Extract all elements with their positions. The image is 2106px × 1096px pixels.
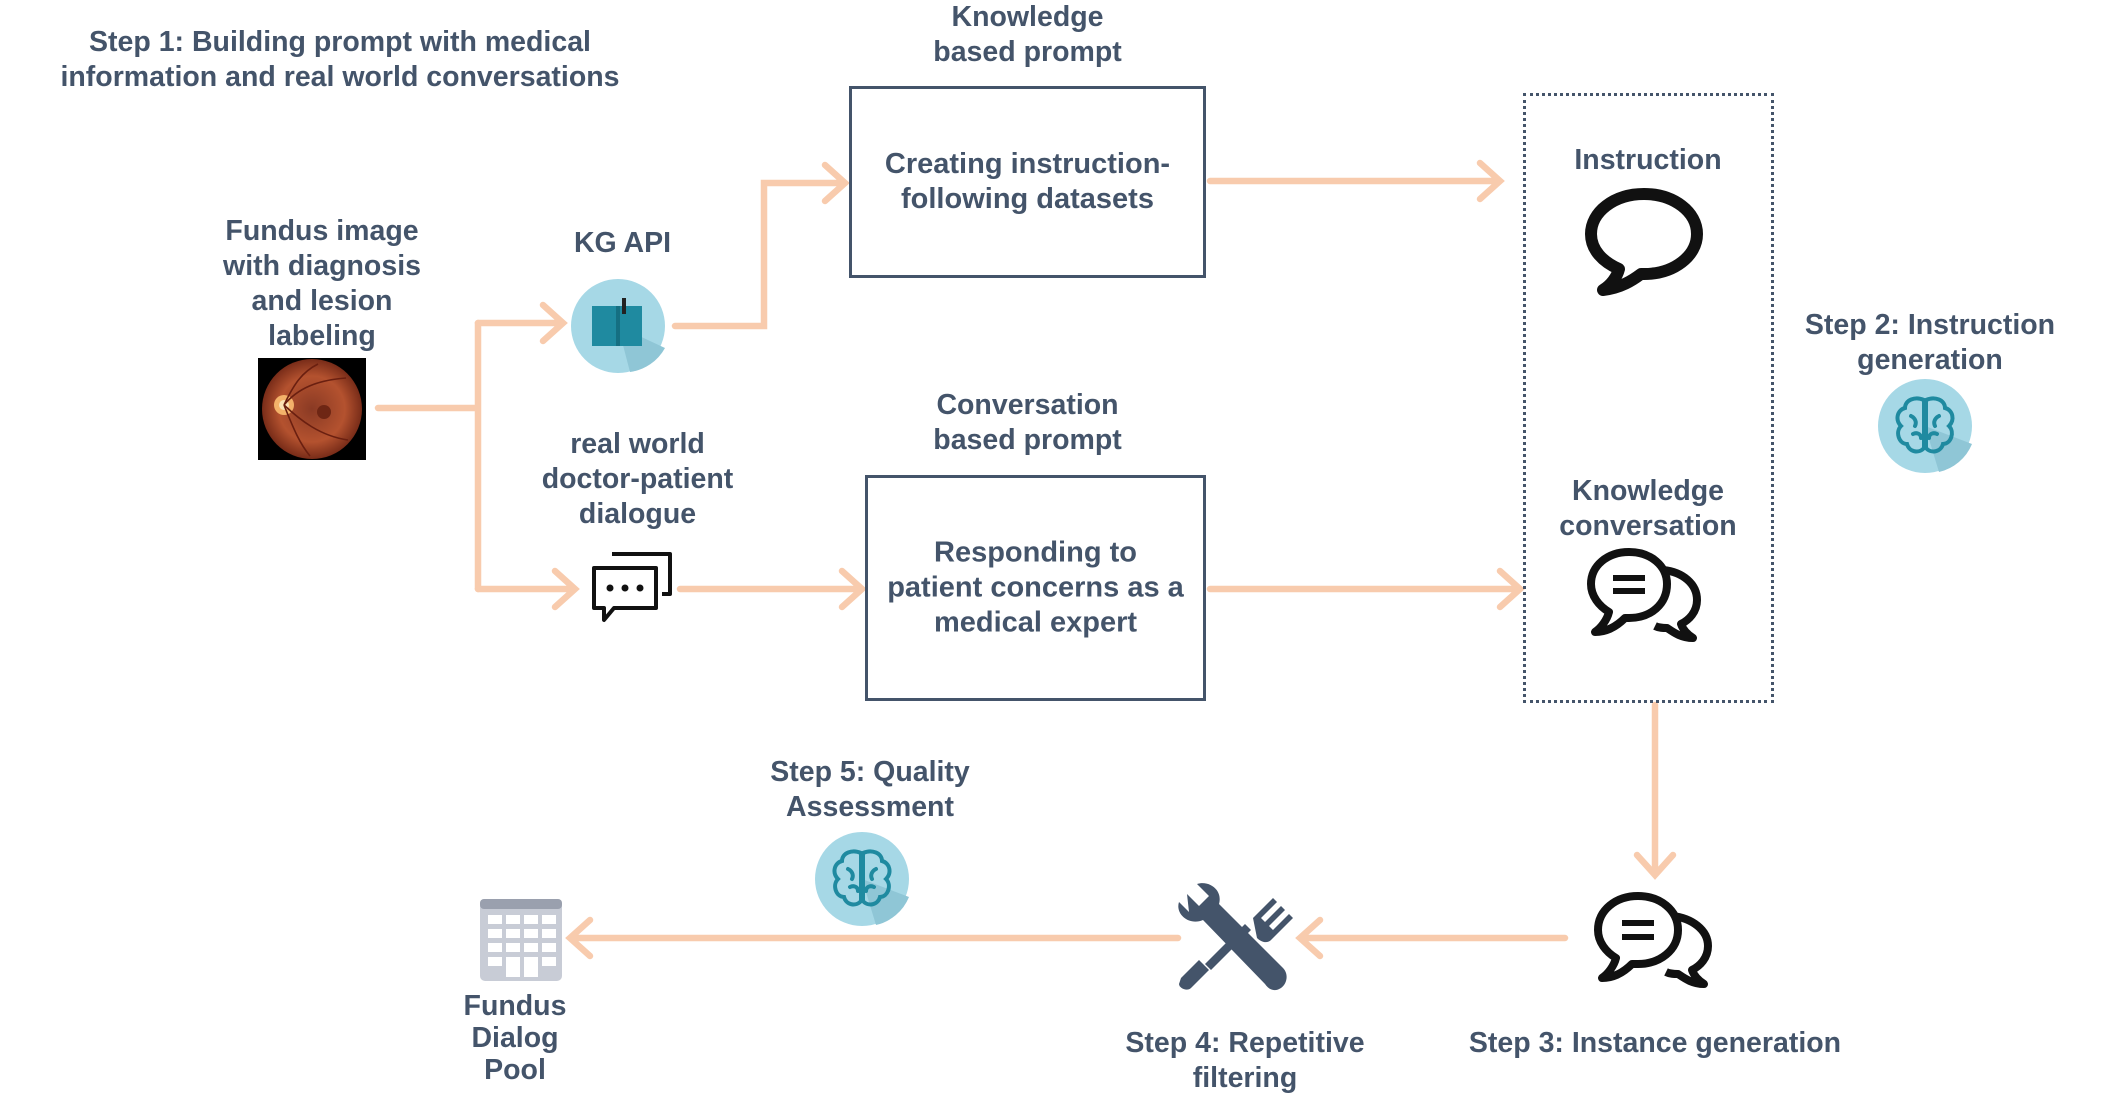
- arrow-to-kg-api: [474, 301, 568, 345]
- instruction-container: [1523, 93, 1774, 703]
- step1-title: Step 1: Building prompt with medical inf…: [40, 25, 640, 95]
- real-world-line: dialogue: [578, 498, 697, 530]
- real-world-line: doctor-patient: [541, 463, 734, 495]
- step1-line1: Step 1: Building prompt with medical: [89, 26, 591, 58]
- knowledge-conversation-line: Knowledge: [1571, 475, 1724, 507]
- knowledge-conversation-label: Knowledge conversation: [1533, 474, 1763, 544]
- conversation-prompt-label: Conversation based prompt: [895, 388, 1160, 458]
- arrow-dialogue-to-box: [676, 567, 867, 611]
- fundus-label-line: Fundus image: [225, 215, 419, 247]
- step3-label: Step 3: Instance generation: [1468, 1027, 1842, 1059]
- step2-label: Step 2: Instruction generation: [1785, 308, 2075, 378]
- chat-bubbles-icon: [1587, 548, 1701, 642]
- box-responding-line: medical expert: [933, 606, 1138, 639]
- step2-line: generation: [1857, 344, 2003, 376]
- speech-bubble-icon: [1585, 188, 1703, 296]
- arrow-box-to-knowledge: [1206, 567, 1525, 611]
- step4-label: Step 4: Repetitive filtering: [1105, 1026, 1385, 1096]
- chat-dots-icon: [592, 552, 672, 622]
- conversation-prompt-line: based prompt: [933, 424, 1122, 456]
- box-instruction-datasets: Creating instruction- following datasets: [849, 86, 1206, 278]
- arrow-to-dialogue: [474, 567, 580, 611]
- step5-label: Step 5: Quality Assessment: [745, 755, 995, 825]
- pool-line: Pool: [484, 1054, 546, 1086]
- real-world-line: real world: [570, 428, 705, 460]
- fundus-label-line: labeling: [268, 320, 376, 352]
- box-instruction-line: following datasets: [901, 183, 1154, 215]
- step4-line: filtering: [1192, 1062, 1298, 1094]
- real-world-label: real world doctor-patient dialogue: [520, 427, 755, 532]
- knowledge-conversation-line: conversation: [1559, 510, 1737, 542]
- step5-line: Assessment: [786, 791, 954, 823]
- fundus-image: [258, 358, 366, 460]
- fundus-label-line: with diagnosis: [223, 250, 421, 282]
- box-instruction-line: Creating instruction-: [884, 148, 1171, 180]
- step1-line2: information and real world conversations: [60, 61, 620, 93]
- knowledge-prompt-label: Knowledge based prompt: [895, 0, 1160, 70]
- fundus-label-line: and lesion: [251, 285, 393, 317]
- fundus-label: Fundus image with diagnosis and lesion l…: [202, 214, 442, 354]
- book-icon: [571, 279, 665, 373]
- box-responding-text: Responding to patient concerns as a medi…: [868, 536, 1203, 641]
- box-responding: Responding to patient concerns as a medi…: [865, 475, 1206, 701]
- pool-label: Fundus Dialog Pool: [440, 990, 590, 1086]
- arrow-down-step3: [1633, 701, 1677, 880]
- pool-line: Dialog: [471, 1022, 559, 1054]
- arrow-kg-to-box: [671, 161, 850, 330]
- box-instruction-text: Creating instruction- following datasets: [852, 147, 1203, 217]
- arrow-step4-to-pool: [565, 916, 1182, 960]
- brain-icon: [1878, 379, 1972, 473]
- step4-line: Step 4: Repetitive: [1125, 1027, 1365, 1059]
- database-table-icon: [480, 899, 562, 981]
- box-responding-line: Responding to: [934, 536, 1137, 569]
- arrow-step3-to-step4: [1295, 916, 1569, 960]
- step5-line: Step 5: Quality: [770, 756, 970, 788]
- arrow-fundus-trunk: [374, 319, 482, 593]
- arrow-box-to-instruction: [1206, 159, 1505, 203]
- knowledge-prompt-line: Knowledge: [951, 1, 1104, 33]
- kg-api-label: KG API: [573, 227, 672, 259]
- conversation-prompt-line: Conversation: [936, 389, 1119, 421]
- chat-bubbles-icon: [1594, 892, 1712, 988]
- instruction-label: Instruction: [1574, 144, 1722, 176]
- box-responding-line: patient concerns as a: [887, 571, 1184, 604]
- pool-line: Fundus: [463, 990, 567, 1022]
- knowledge-prompt-line: based prompt: [933, 36, 1122, 68]
- step2-line: Step 2: Instruction: [1804, 309, 2056, 341]
- brain-icon: [815, 832, 909, 926]
- tools-icon: [1178, 883, 1293, 991]
